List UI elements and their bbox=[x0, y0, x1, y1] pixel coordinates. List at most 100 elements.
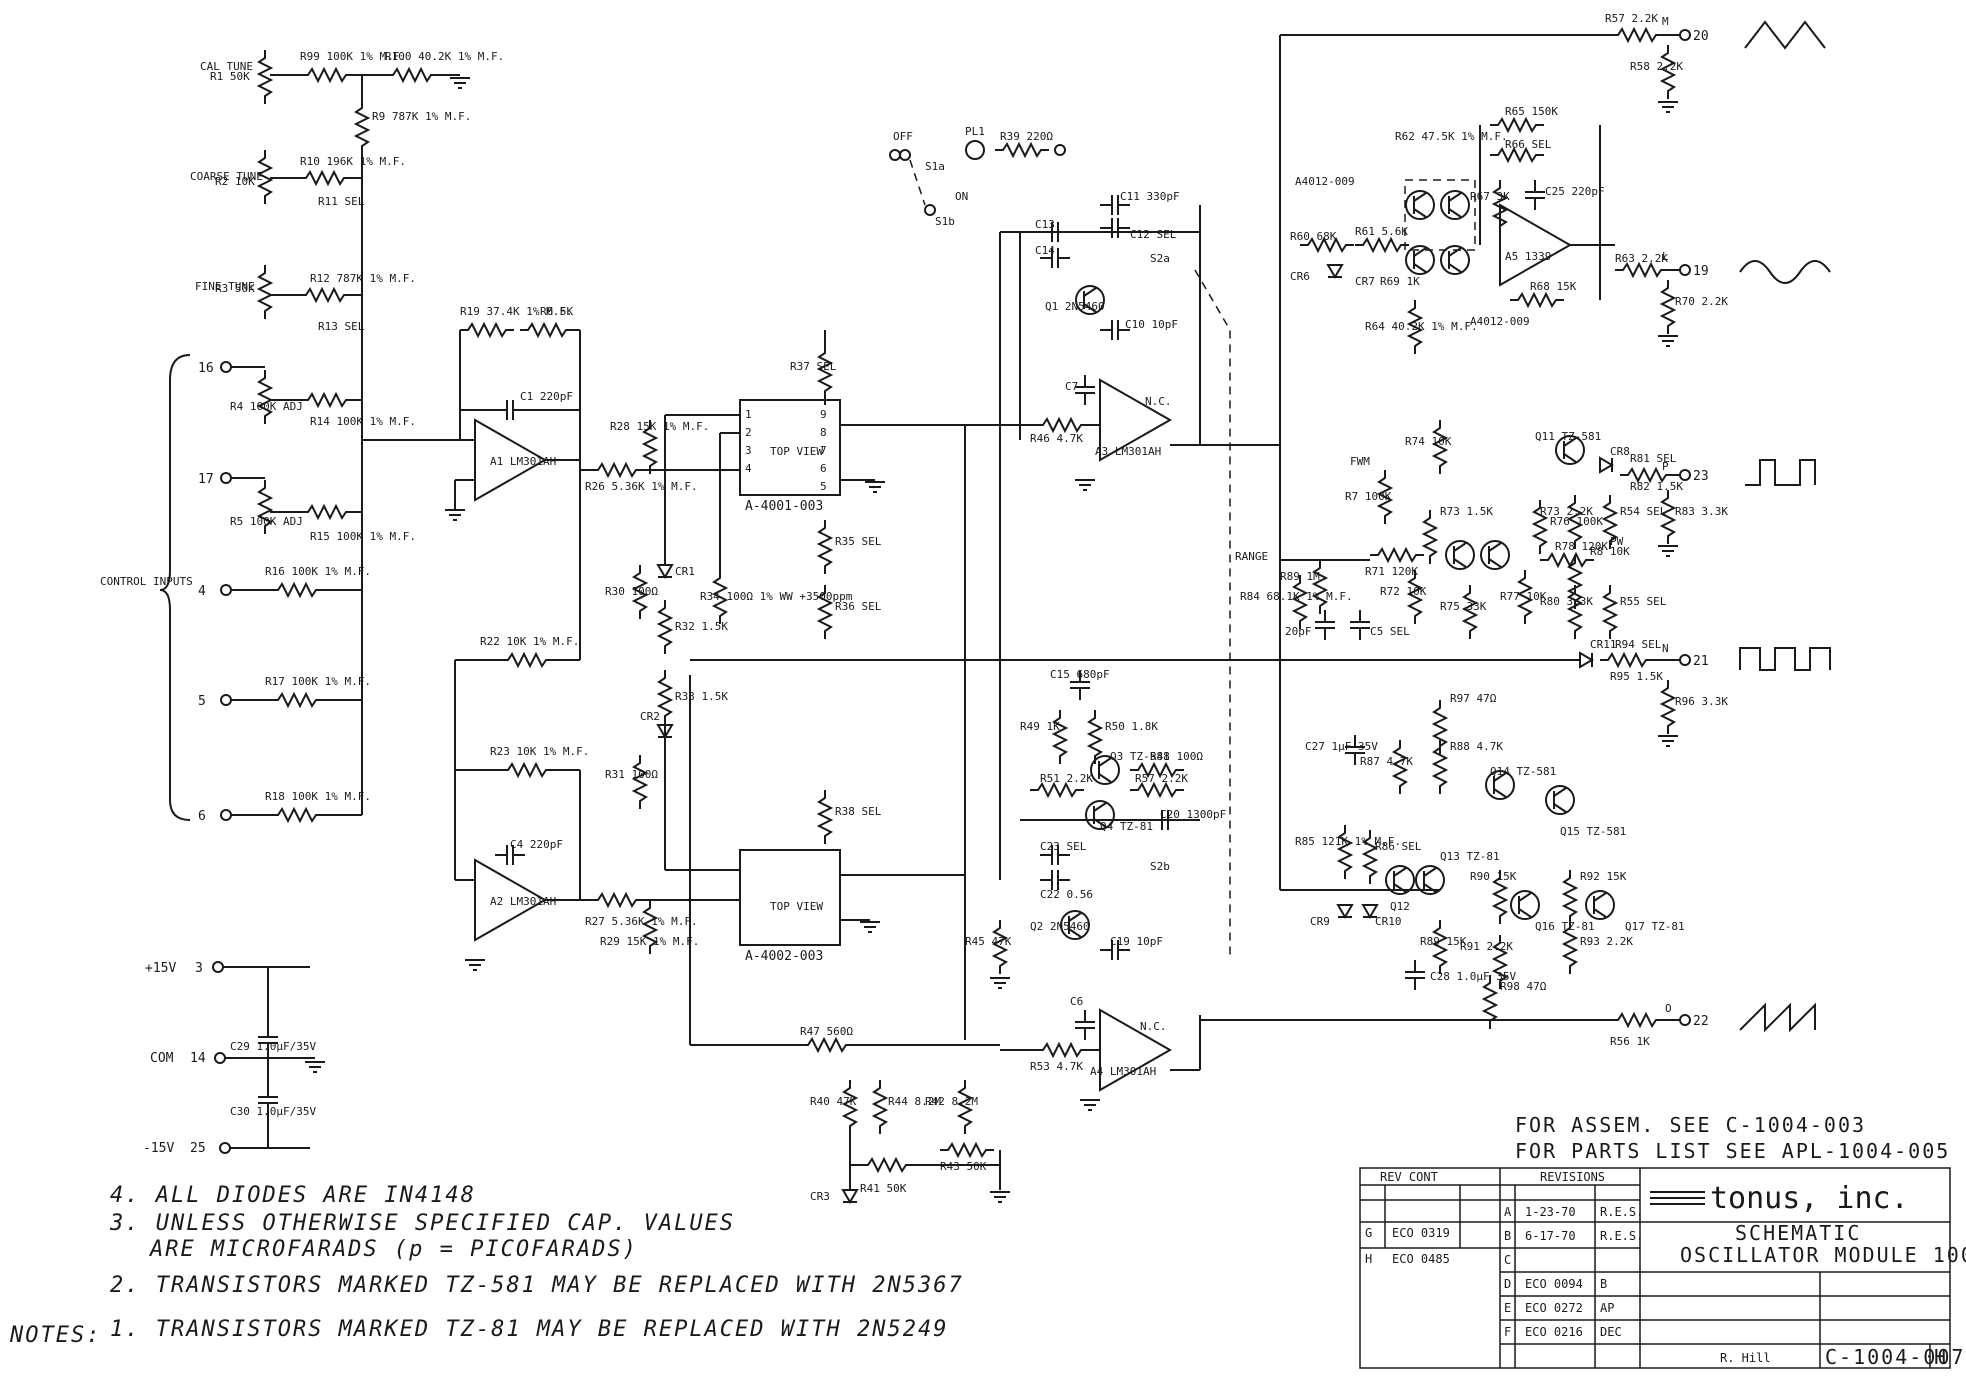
triangle-wave-icon bbox=[1744, 20, 1826, 50]
supply-com-terminal[interactable] bbox=[214, 1052, 226, 1064]
r61-resistor bbox=[1354, 238, 1410, 252]
sine-wave-icon bbox=[1739, 260, 1831, 284]
out-node-o: O bbox=[1665, 1002, 1672, 1015]
rev-e-by: AP bbox=[1600, 1301, 1614, 1315]
r14-resistor bbox=[299, 393, 355, 407]
r73-resistor bbox=[1423, 509, 1437, 565]
r43-pot bbox=[939, 1143, 995, 1157]
ic1-pin7: 7 bbox=[820, 444, 827, 457]
cr9-diode bbox=[1337, 904, 1353, 918]
r5-label: R5 100K ADJ bbox=[230, 515, 303, 528]
pin-1-terminal[interactable] bbox=[1054, 144, 1066, 156]
range-label: RANGE bbox=[1235, 550, 1268, 563]
r23-label: R23 10K 1% M.F. bbox=[490, 745, 589, 758]
r96-label: R96 3.3K bbox=[1675, 695, 1728, 708]
output-20-terminal[interactable] bbox=[1679, 29, 1691, 41]
s1b-switch[interactable] bbox=[924, 204, 936, 216]
c1-capacitor bbox=[494, 399, 526, 421]
r78-resistor bbox=[1539, 553, 1595, 567]
c14-label: C14 bbox=[1035, 244, 1055, 257]
r69-label: R69 1K bbox=[1380, 275, 1420, 288]
ic2-label: A-4002-003 bbox=[745, 949, 823, 964]
note-1: 1. TRANSISTORS MARKED TZ-81 MAY BE REPLA… bbox=[110, 1317, 948, 1342]
cal-tune-label: CAL TUNE bbox=[200, 60, 253, 73]
r10-label: R10 196K 1% M.F. bbox=[300, 155, 406, 168]
r11-label: R11 SEL bbox=[318, 195, 365, 208]
out-node-m: M bbox=[1662, 15, 1669, 28]
c12-capacitor bbox=[1099, 217, 1131, 239]
rev-f-by: DEC bbox=[1600, 1325, 1622, 1339]
r60-label: R60 68K bbox=[1290, 230, 1337, 243]
r81-label: R81 SEL bbox=[1630, 452, 1677, 465]
a4012-label-bottom: A4012-009 bbox=[1470, 315, 1530, 328]
q17-transistor bbox=[1585, 890, 1615, 920]
s1a-switch[interactable] bbox=[899, 149, 911, 161]
out-node-p: P bbox=[1662, 460, 1669, 473]
output-21-terminal[interactable] bbox=[1679, 654, 1691, 666]
input-pin-16: 16 bbox=[198, 361, 214, 376]
input-5-terminal[interactable] bbox=[220, 694, 232, 706]
q14-label: Q14 TZ-581 bbox=[1490, 765, 1556, 778]
note-3a: 3. UNLESS OTHERWISE SPECIFIED CAP. VALUE… bbox=[109, 1211, 735, 1236]
q11-label: Q11 TZ-581 bbox=[1535, 430, 1601, 443]
r88-label: R88 4.7K bbox=[1450, 740, 1503, 753]
a4-label: A4 LM301AH bbox=[1090, 1065, 1156, 1078]
r38-label: R38 SEL bbox=[835, 805, 882, 818]
supply-pos-pin: 3 bbox=[195, 961, 203, 976]
revision-letter: H bbox=[1934, 1345, 1948, 1369]
supply-pos-terminal[interactable] bbox=[212, 961, 224, 973]
r87-label: R87 4.7K bbox=[1360, 755, 1413, 768]
r85-label: R85 121K 1% M.F. bbox=[1295, 835, 1401, 848]
output-23-pin: 23 bbox=[1693, 469, 1709, 484]
supply-neg-terminal[interactable] bbox=[219, 1142, 231, 1154]
r1-pot bbox=[258, 49, 272, 105]
r51-label: R51 2.2K bbox=[1040, 772, 1093, 785]
cr8-label: CR8 bbox=[1610, 445, 1630, 458]
r16-label: R16 100K 1% M.F. bbox=[265, 565, 371, 578]
r49-label: R49 1K bbox=[1020, 720, 1060, 733]
q12-label: Q12 bbox=[1390, 900, 1410, 913]
note-2: 2. TRANSISTORS MARKED TZ-581 MAY BE REPL… bbox=[110, 1273, 964, 1298]
r4-pot bbox=[258, 369, 272, 425]
cr3-label: CR3 bbox=[810, 1190, 830, 1203]
ic1-label: A-4001-003 bbox=[745, 499, 823, 514]
ic-a4002 bbox=[739, 849, 841, 946]
c21-label: 20pF bbox=[1285, 625, 1312, 638]
c28-capacitor bbox=[1404, 959, 1426, 991]
c27-label: C27 1µF 35V bbox=[1305, 740, 1378, 753]
pin-2-terminal[interactable] bbox=[889, 149, 901, 161]
r4-label: R4 100K ADJ bbox=[230, 400, 303, 413]
r61-label: R61 5.6K bbox=[1355, 225, 1408, 238]
r63-label: R63 2.2K bbox=[1615, 252, 1668, 265]
r48-label: R48 100Ω bbox=[1150, 750, 1203, 763]
input-17-terminal[interactable] bbox=[220, 472, 232, 484]
output-22-terminal[interactable] bbox=[1679, 1014, 1691, 1026]
input-16-terminal[interactable] bbox=[220, 361, 232, 373]
c6-label: C6 bbox=[1070, 995, 1083, 1008]
supply-neg-pin: 25 bbox=[190, 1141, 206, 1156]
ic1-pin4: 4 bbox=[745, 462, 752, 475]
output-19-terminal[interactable] bbox=[1679, 264, 1691, 276]
r26-resistor bbox=[589, 463, 645, 477]
c4-label: C4 220pF bbox=[510, 838, 563, 851]
input-4-terminal[interactable] bbox=[220, 584, 232, 596]
input-6-terminal[interactable] bbox=[220, 809, 232, 821]
r18-resistor bbox=[269, 808, 325, 822]
q16-label: Q16 TZ-81 bbox=[1535, 920, 1595, 933]
r53-label: R53 4.7K bbox=[1030, 1060, 1083, 1073]
c28-label: C28 1.0µF 35V bbox=[1430, 970, 1516, 983]
ic1-pin8: 8 bbox=[820, 426, 827, 439]
s1b-label: S1b bbox=[935, 215, 955, 228]
ic1-pin2: 2 bbox=[745, 426, 752, 439]
r9-label: R9 787K 1% M.F. bbox=[372, 110, 471, 123]
output-23-terminal[interactable] bbox=[1679, 469, 1691, 481]
r31-resistor bbox=[633, 754, 647, 810]
q4-label: Q4 TZ-81 bbox=[1100, 820, 1153, 833]
c21-capacitor bbox=[1314, 609, 1336, 641]
notes-heading: NOTES: bbox=[9, 1323, 101, 1348]
r50-resistor bbox=[1088, 709, 1102, 765]
r16-resistor bbox=[269, 583, 325, 597]
c29-label: C29 1.0µF/35V bbox=[230, 1040, 316, 1053]
r95-label: R95 1.5K bbox=[1610, 670, 1663, 683]
cr11-diode bbox=[1579, 652, 1593, 668]
